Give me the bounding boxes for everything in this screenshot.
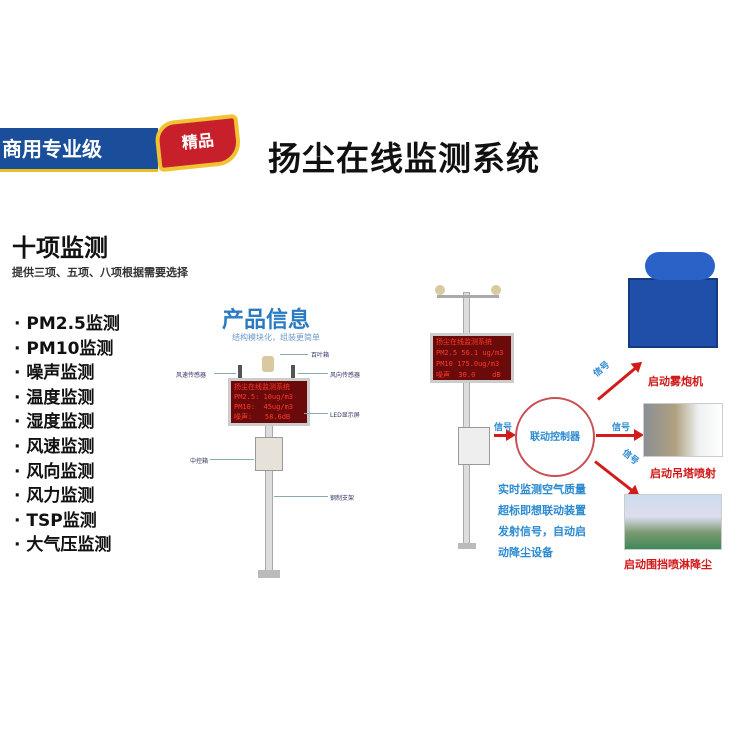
list-item: 风力监测 [14,484,120,509]
product-heading: 产品信息 [222,308,311,333]
label-bracket: 钢制支架 [330,495,355,502]
output-label: 启动吊塔喷射 [650,467,716,480]
fog-cannon-barrel [645,252,715,280]
louver-box-icon [262,356,274,372]
control-box [458,427,490,465]
wind-direction-sensor-icon [291,365,295,379]
output-label: 启动围挡喷淋降尘 [624,558,712,571]
list-item: TSP监测 [14,509,120,534]
pole-base [458,543,476,549]
label-wind-speed: 风速传感器 [176,372,207,379]
leader-line [280,354,308,355]
description-line: 实时监测空气质量 [498,483,586,496]
tower-spray-image [643,403,723,457]
description-line: 动降尘设备 [498,546,553,559]
signal-arrow [594,460,634,493]
sensor-icon [491,285,501,295]
label-led: LED显示屏 [330,412,360,419]
leader-line [304,413,328,414]
monitor-heading: 十项监测 [12,234,108,262]
signal-arrow [596,429,644,441]
output-label: 启动雾炮机 [648,375,703,388]
product-subtitle: 结构模块化，组装更简单 [232,333,320,342]
label-control-box: 中控箱 [190,458,209,465]
leader-line [274,496,328,497]
sensor-icon [435,285,445,295]
crossbar [437,295,499,298]
signal-label: 信号 [619,448,641,468]
wind-speed-sensor-icon [238,365,242,379]
list-item: 温度监测 [14,386,120,411]
description-line: 发射信号，自动启 [498,525,586,538]
pole-base [258,570,280,578]
label-wind-direction: 风向传感器 [330,372,361,379]
signal-label: 信号 [494,423,513,433]
premium-flag: 精品 [153,113,243,173]
list-item: 湿度监测 [14,410,120,435]
list-item: PM10监测 [14,337,120,362]
monitor-list: PM2.5监测 PM10监测 噪声监测 温度监测 湿度监测 风速监测 风向监测 … [14,312,120,558]
signal-label: 信号 [591,360,613,380]
leader-line [210,459,254,460]
signal-label: 信号 [612,423,631,433]
label-louver: 百叶箱 [311,352,330,359]
leader-line [214,373,236,374]
control-box [255,437,283,471]
monitor-subtitle: 提供三项、五项、八项根据需要选择 [12,266,188,279]
grade-banner: 商用专业级 [0,128,158,172]
leader-line [298,373,328,374]
fence-spray-image [624,494,722,550]
linkage-controller: 联动控制器 [515,397,595,477]
fog-cannon-image [628,278,718,348]
list-item: 风速监测 [14,435,120,460]
list-item: 大气压监测 [14,533,120,558]
monitor-pole [463,292,470,547]
page-title: 扬尘在线监测系统 [268,139,540,178]
list-item: 风向监测 [14,460,120,485]
list-item: 噪声监测 [14,361,120,386]
signal-arrow [494,429,516,441]
list-item: PM2.5监测 [14,312,120,337]
description-line: 超标即想联动装置 [498,504,586,517]
